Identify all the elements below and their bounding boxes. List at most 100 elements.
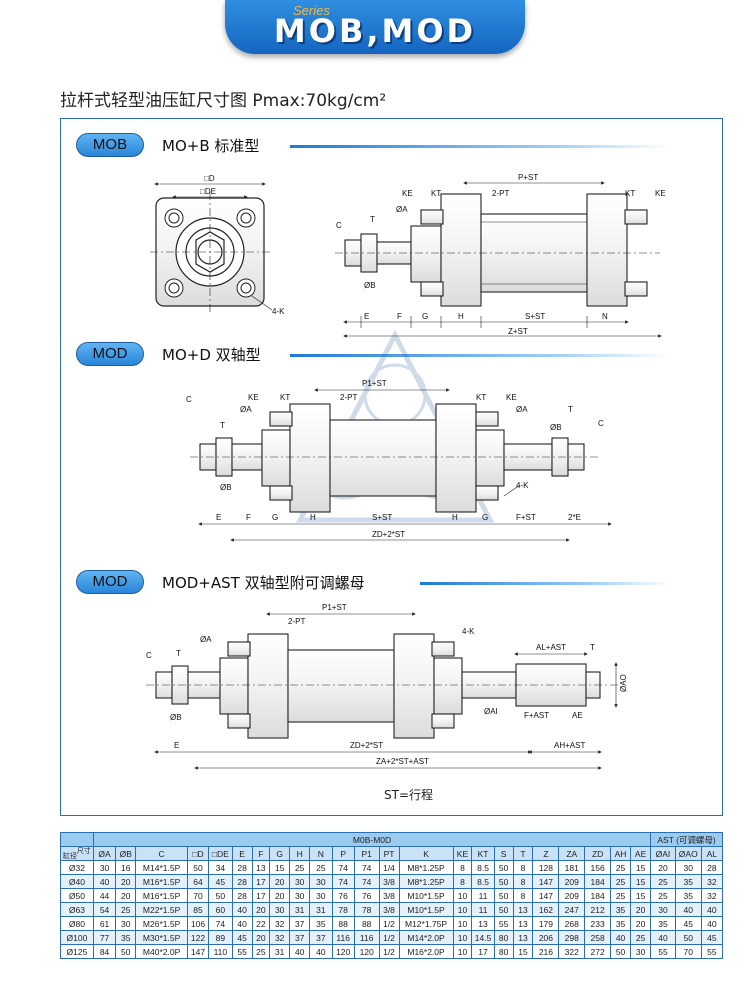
column-header: PT	[378, 846, 400, 861]
dim-2pt: 2-PT	[340, 393, 357, 402]
table-cell: 10	[452, 902, 473, 917]
table-cell: 55	[231, 944, 253, 959]
bore-size-cell: Ø50	[60, 888, 94, 903]
column-header: Z	[532, 846, 560, 861]
bore-size-cell: Ø32	[60, 860, 94, 875]
section-tag-mob: MOB	[76, 133, 144, 157]
table-cell: 181	[558, 860, 586, 875]
table-cell: 55	[700, 944, 724, 959]
dim-zd: ZD+2*ST	[372, 530, 405, 539]
table-cell: 88	[353, 916, 380, 931]
section-divider	[290, 354, 670, 357]
column-header: T	[512, 846, 534, 861]
technical-drawings: LEEXIN □D □DE 4-K	[146, 173, 666, 770]
dim-ke: KE	[402, 189, 413, 198]
dim-p1-st: P1+ST	[362, 379, 387, 388]
table-cell: M30*1.5P	[135, 930, 188, 945]
table-cell: 35	[674, 874, 702, 889]
dim-p-st: P+ST	[518, 173, 538, 182]
table-cell: 40	[610, 930, 632, 945]
table-cell: 184	[584, 874, 612, 889]
table-cell: 122	[186, 930, 210, 945]
table-cell: 37	[289, 930, 311, 945]
table-cell: 28	[231, 860, 253, 875]
dim-4k: 4-K	[462, 627, 475, 636]
table-cell: 35	[610, 916, 632, 931]
table-cell: 50	[115, 944, 137, 959]
dim-b: ØB	[364, 281, 376, 290]
dim-a: ØA	[240, 405, 252, 414]
table-cell: M16*1.5P	[135, 874, 188, 889]
table-cell: 25	[650, 874, 676, 889]
section-title-mob: MO+B 标准型	[162, 137, 260, 155]
dim-de: □DE	[200, 187, 216, 196]
dim-p1-st: P1+ST	[322, 603, 347, 612]
table-cell: 88	[331, 916, 355, 931]
table-cell: 233	[584, 916, 612, 931]
table-cell: 74	[353, 860, 380, 875]
table-cell: 55	[493, 916, 514, 931]
dim-n: N	[602, 312, 608, 321]
table-cell: 40	[700, 916, 724, 931]
table-cell: 32	[700, 888, 724, 903]
mob-end-view	[150, 182, 273, 312]
table-cell: 40	[309, 944, 333, 959]
section-title-ast: MOD+AST 双轴型附可调螺母	[162, 574, 365, 592]
bore-size-cell: Ø125	[60, 944, 94, 959]
group-main: M0B-M0D	[92, 832, 652, 847]
dim-c2: C	[598, 419, 604, 428]
dim-s-st: S+ST	[372, 513, 392, 522]
table-cell: 20	[251, 902, 271, 917]
table-cell: 50	[208, 888, 233, 903]
dim-t: T	[176, 649, 181, 658]
table-cell: 45	[208, 874, 233, 889]
corner-top: 尺寸	[76, 848, 91, 855]
table-cell: 89	[208, 930, 233, 945]
column-header: H	[289, 846, 311, 861]
table-cell: 35	[610, 902, 632, 917]
table-cell: 30	[630, 944, 652, 959]
dim-t2: T	[590, 643, 595, 652]
table-cell: 15	[630, 860, 652, 875]
dim-ke2: KE	[506, 393, 517, 402]
dim-4k: 4-K	[272, 307, 285, 316]
mod-side-view	[190, 403, 600, 513]
table-cell: 13	[512, 930, 534, 945]
dim-zd: ZD+2*ST	[350, 741, 383, 750]
table-cell: 20	[269, 874, 291, 889]
dim-e: E	[216, 513, 221, 522]
table-cell: 25	[251, 944, 271, 959]
dim-f-ast: F+AST	[524, 711, 549, 720]
mob-side-view	[335, 193, 660, 307]
dim-f-st: F+ST	[516, 513, 536, 522]
table-cell: 50	[674, 930, 702, 945]
table-cell: 13	[251, 860, 271, 875]
table-cell: 25	[289, 860, 311, 875]
table-cell: 184	[584, 888, 612, 903]
table-cell: 76	[353, 888, 380, 903]
table-corner: 尺寸 缸径	[60, 846, 94, 861]
column-header: ØB	[115, 846, 137, 861]
dim-g: G	[272, 513, 278, 522]
table-cell: 22	[251, 916, 271, 931]
table-cell: 80	[493, 930, 514, 945]
dim-ai: ØAI	[484, 707, 498, 716]
table-cell: 8	[512, 888, 534, 903]
dim-f: F	[397, 312, 402, 321]
column-header: □D	[186, 846, 210, 861]
table-cell: 209	[558, 874, 586, 889]
table-cell: 268	[558, 916, 586, 931]
table-cell: 28	[231, 874, 253, 889]
table-cell: 40	[289, 944, 311, 959]
column-header: E	[231, 846, 253, 861]
table-cell: 3/8	[378, 888, 400, 903]
table-cell: 40	[231, 902, 253, 917]
bore-size-cell: Ø63	[60, 902, 94, 917]
stroke-note: ST=行程	[384, 788, 434, 802]
table-cell: 25	[610, 888, 632, 903]
table-cell: 32	[269, 930, 291, 945]
dim-kt2: KT	[476, 393, 486, 402]
dim-al-ast: AL+AST	[536, 643, 566, 652]
